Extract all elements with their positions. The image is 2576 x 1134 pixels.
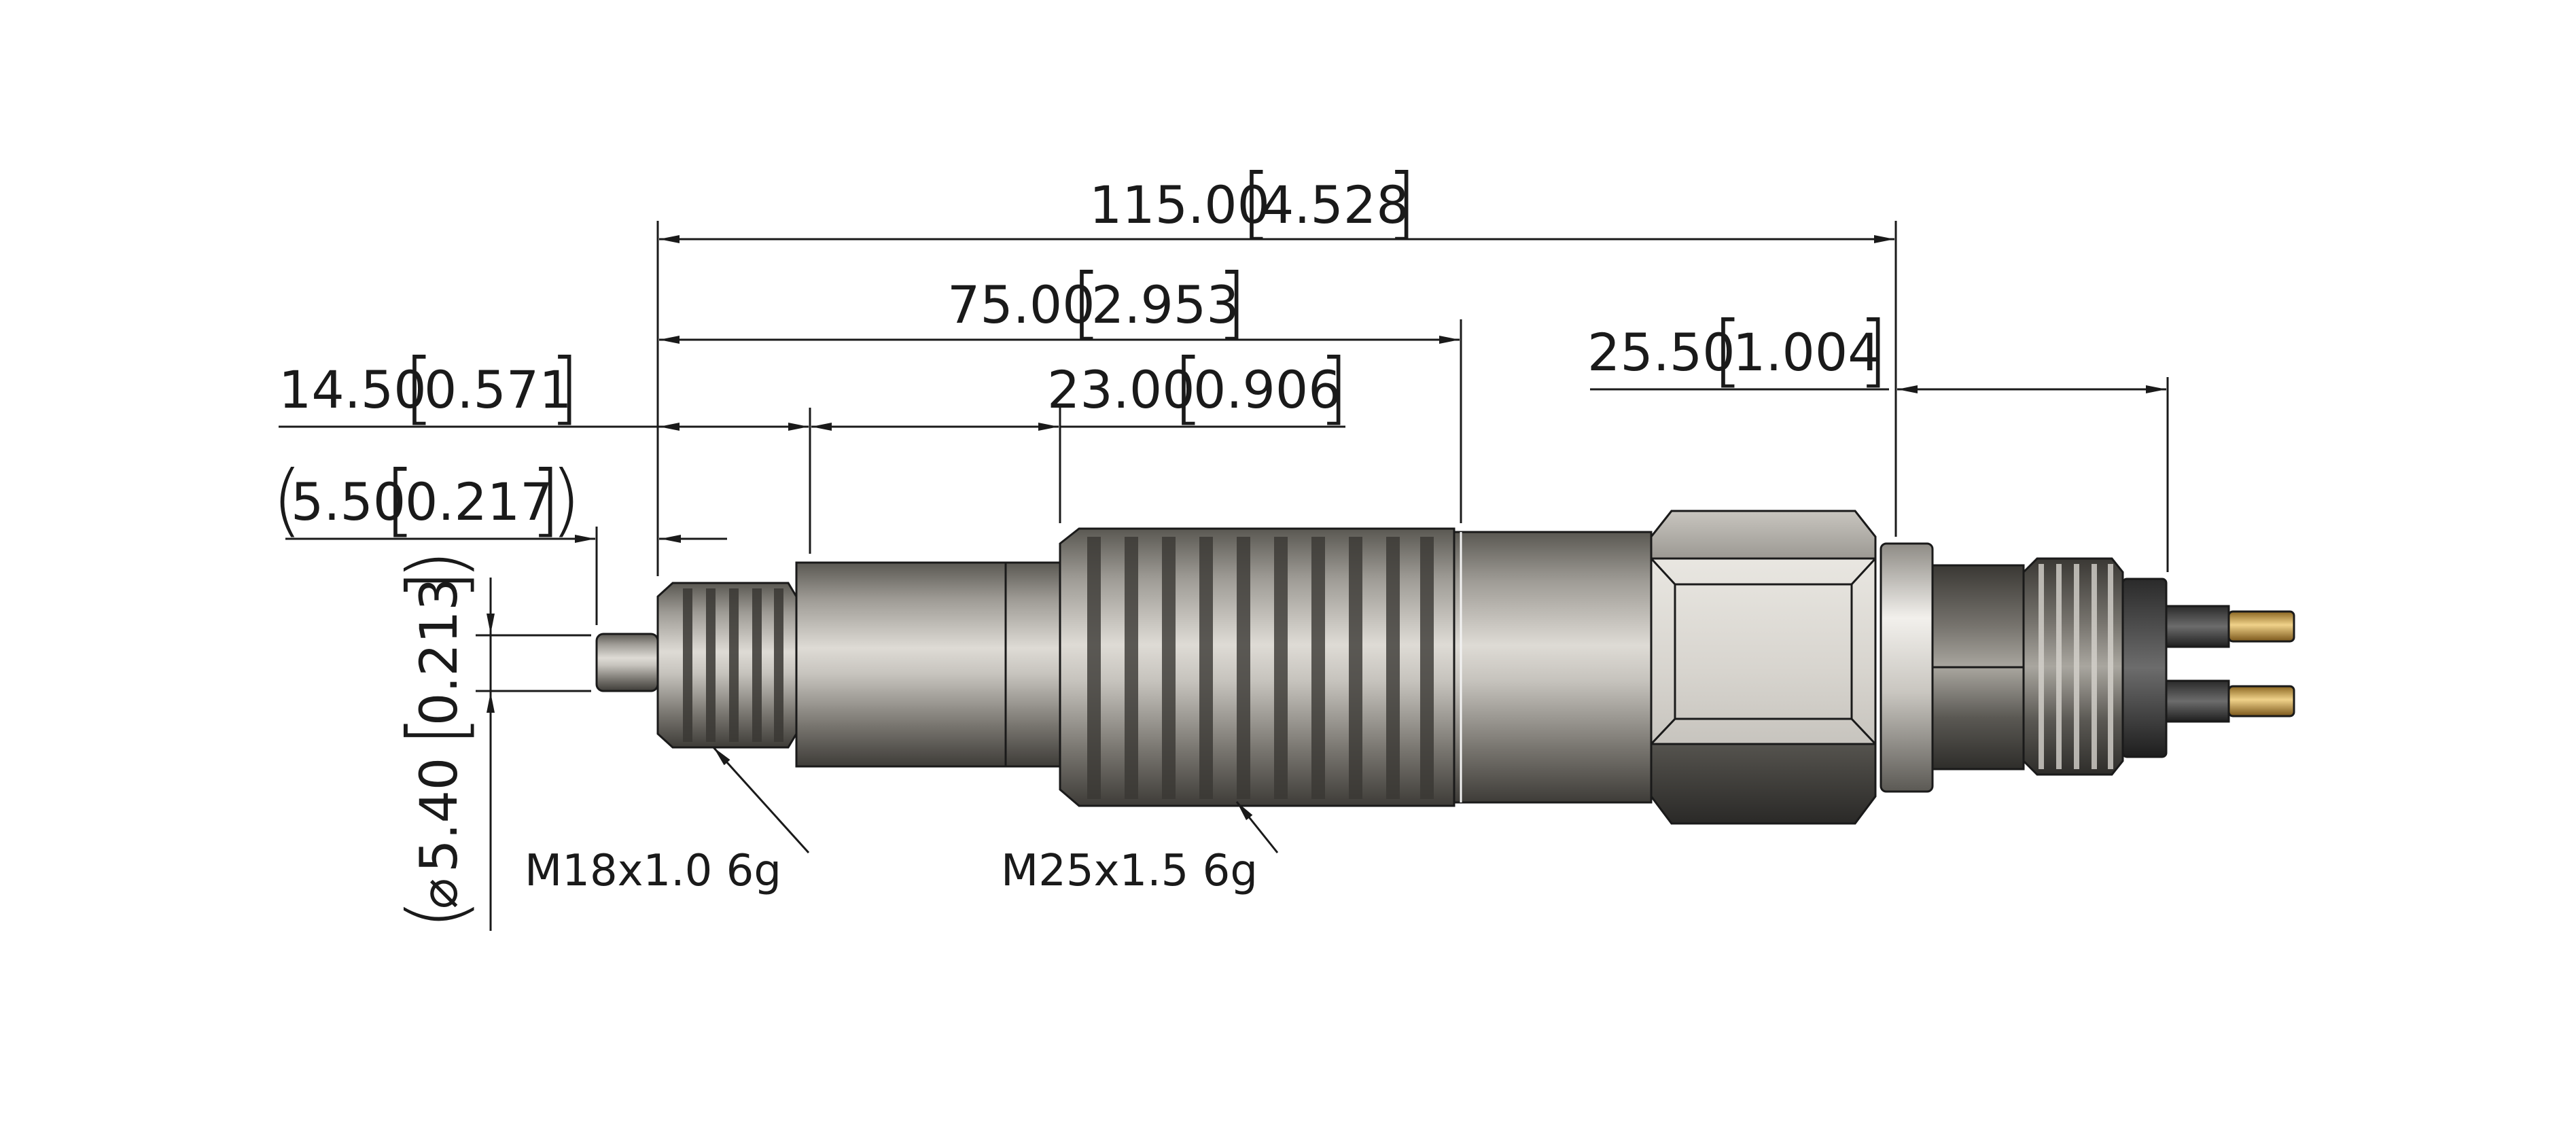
callout-leaders <box>712 746 1279 854</box>
small-thread-callout: M18x1.0 6g <box>525 846 781 896</box>
connector-thread <box>2022 557 2124 776</box>
dim-tip-length: ( 5.50 [ 0.217 ] ) <box>272 454 581 546</box>
dim-tip-diameter-value: 5.40 <box>408 758 469 872</box>
dim-bracket-close: ] <box>1858 304 1888 396</box>
dim-front-thread: 14.50 [ 0.571 ] <box>279 342 580 433</box>
smooth-segment <box>795 561 1007 768</box>
dim-paren-open: ( <box>272 454 302 546</box>
small-thread-section <box>656 582 798 749</box>
dim-bracket-open: [ <box>1071 257 1101 349</box>
dim-bracket-close: ] <box>391 570 482 601</box>
dim-paren-close: ) <box>391 550 482 580</box>
dim-front-thread-alt: 0.571 <box>424 359 572 420</box>
dim-bracket-open: [ <box>1173 342 1203 433</box>
dim-bracket-open: [ <box>391 715 482 746</box>
dim-bracket-open: [ <box>385 454 415 546</box>
dimension-lines <box>279 235 2166 931</box>
diameter-symbol-icon: ⌀ <box>408 878 469 909</box>
dim-bracket-close: ] <box>530 454 561 546</box>
dim-threaded-body-value: 75.00 <box>947 274 1095 335</box>
dim-front-thread-value: 14.50 <box>279 359 427 420</box>
dim-connector-length: 25.50 [ 1.004 ] <box>1587 304 1888 396</box>
dim-second-segment-alt: 0.906 <box>1193 359 1341 420</box>
dim-overall-alt: 4.528 <box>1261 175 1409 235</box>
dim-second-segment: 23.00 [ 0.906 ] <box>1047 342 1349 433</box>
dim-bracket-close: ] <box>1386 157 1417 249</box>
dim-tip-diameter: ( ⌀ 5.40 [ 0.213 ] ) <box>391 550 482 929</box>
dim-tip-length-value: 5.50 <box>291 472 406 532</box>
dim-threaded-body: 75.00 [ 2.953 ] <box>947 257 1247 349</box>
tip-pin <box>595 633 659 692</box>
large-thread-callout: M25x1.5 6g <box>1001 846 1258 896</box>
dim-bracket-close: ] <box>1216 257 1247 349</box>
dim-overall-length: 115.00 [ 4.528 ] <box>1089 157 1417 249</box>
large-thread-section <box>1059 527 1455 807</box>
dim-second-segment-value: 23.00 <box>1047 359 1195 420</box>
dim-paren-close: ) <box>550 454 581 546</box>
smooth-body <box>1453 531 1653 804</box>
dim-bracket-open: [ <box>1712 304 1743 396</box>
dim-connector-value: 25.50 <box>1587 322 1735 383</box>
dim-bracket-close: ] <box>549 342 580 433</box>
sensor-body <box>595 510 2295 825</box>
dim-overall-value: 115.00 <box>1089 175 1270 235</box>
dim-bracket-open: [ <box>404 342 434 433</box>
hex-nut <box>1650 510 1877 825</box>
shoulder-segment <box>1004 561 1061 768</box>
dim-connector-alt: 1.004 <box>1733 322 1881 383</box>
dim-threaded-body-alt: 2.953 <box>1091 274 1239 335</box>
dim-bracket-close: ] <box>1318 342 1349 433</box>
extension-lines <box>476 221 2169 692</box>
dim-tip-length-alt: 0.217 <box>405 472 553 532</box>
dim-paren-open: ( <box>391 899 482 929</box>
dim-tip-diameter-alt: 0.213 <box>408 578 469 726</box>
dim-bracket-open: [ <box>1241 157 1271 249</box>
connector-pins <box>2165 605 2295 723</box>
washer-ring <box>1880 542 1934 793</box>
connector-insert <box>2121 578 2168 758</box>
